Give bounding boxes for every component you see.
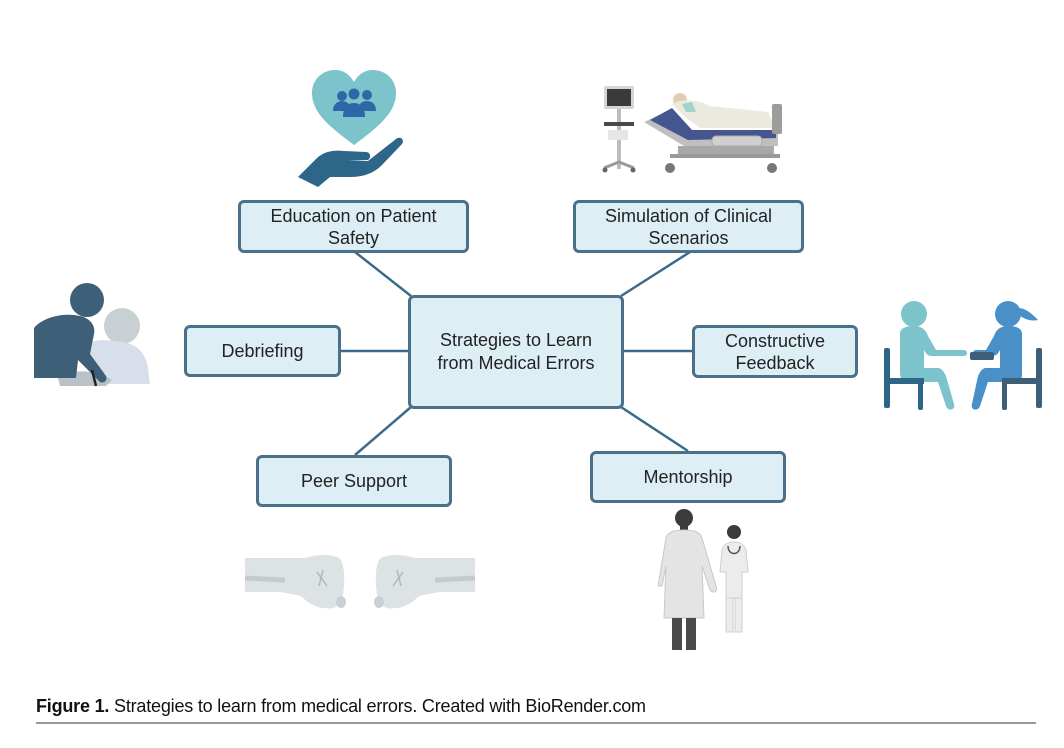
hospital-bed-monitor-icon (602, 86, 782, 173)
node-label: Education on Patient Safety (270, 205, 437, 248)
node-simulation: Simulation of Clinical Scenarios (573, 200, 804, 253)
node-label: Constructive Feedback (724, 330, 826, 373)
diagram-canvas: Strategies to Learn from Medical Errors … (34, 70, 1042, 650)
node-mentorship: Mentorship (590, 451, 786, 503)
heart-hand-group-icon (298, 70, 403, 187)
node-label: Mentorship (643, 467, 733, 487)
central-node: Strategies to Learn from Medical Errors (408, 295, 624, 409)
node-debriefing: Debriefing (184, 325, 341, 377)
connectors (340, 250, 692, 456)
node-label: Debriefing (221, 341, 304, 361)
caption-divider (36, 722, 1036, 724)
figure-caption-text: Strategies to learn from medical errors.… (109, 696, 646, 716)
connector-mentorship (620, 405, 689, 453)
figure-caption-label: Figure 1. (36, 696, 110, 716)
connector-simulation (620, 250, 691, 298)
fist-bump-icon (245, 555, 475, 609)
node-feedback: Constructive Feedback (692, 325, 858, 378)
node-education: Education on Patient Safety (238, 200, 469, 253)
node-label: Simulation of Clinical Scenarios (604, 205, 773, 248)
connector-education (354, 251, 412, 297)
doctor-and-nurse-icon (658, 509, 749, 650)
figure-caption: Figure 1. Strategies to learn from medic… (36, 696, 646, 717)
node-peer-support: Peer Support (256, 455, 452, 507)
node-label: Peer Support (300, 471, 408, 491)
central-node-label: Strategies to Learn from Medical Errors (437, 330, 595, 373)
mentor-student-writing-icon (34, 283, 150, 387)
connector-peer (354, 406, 412, 456)
two-people-seated-conversation-icon (884, 301, 1042, 410)
